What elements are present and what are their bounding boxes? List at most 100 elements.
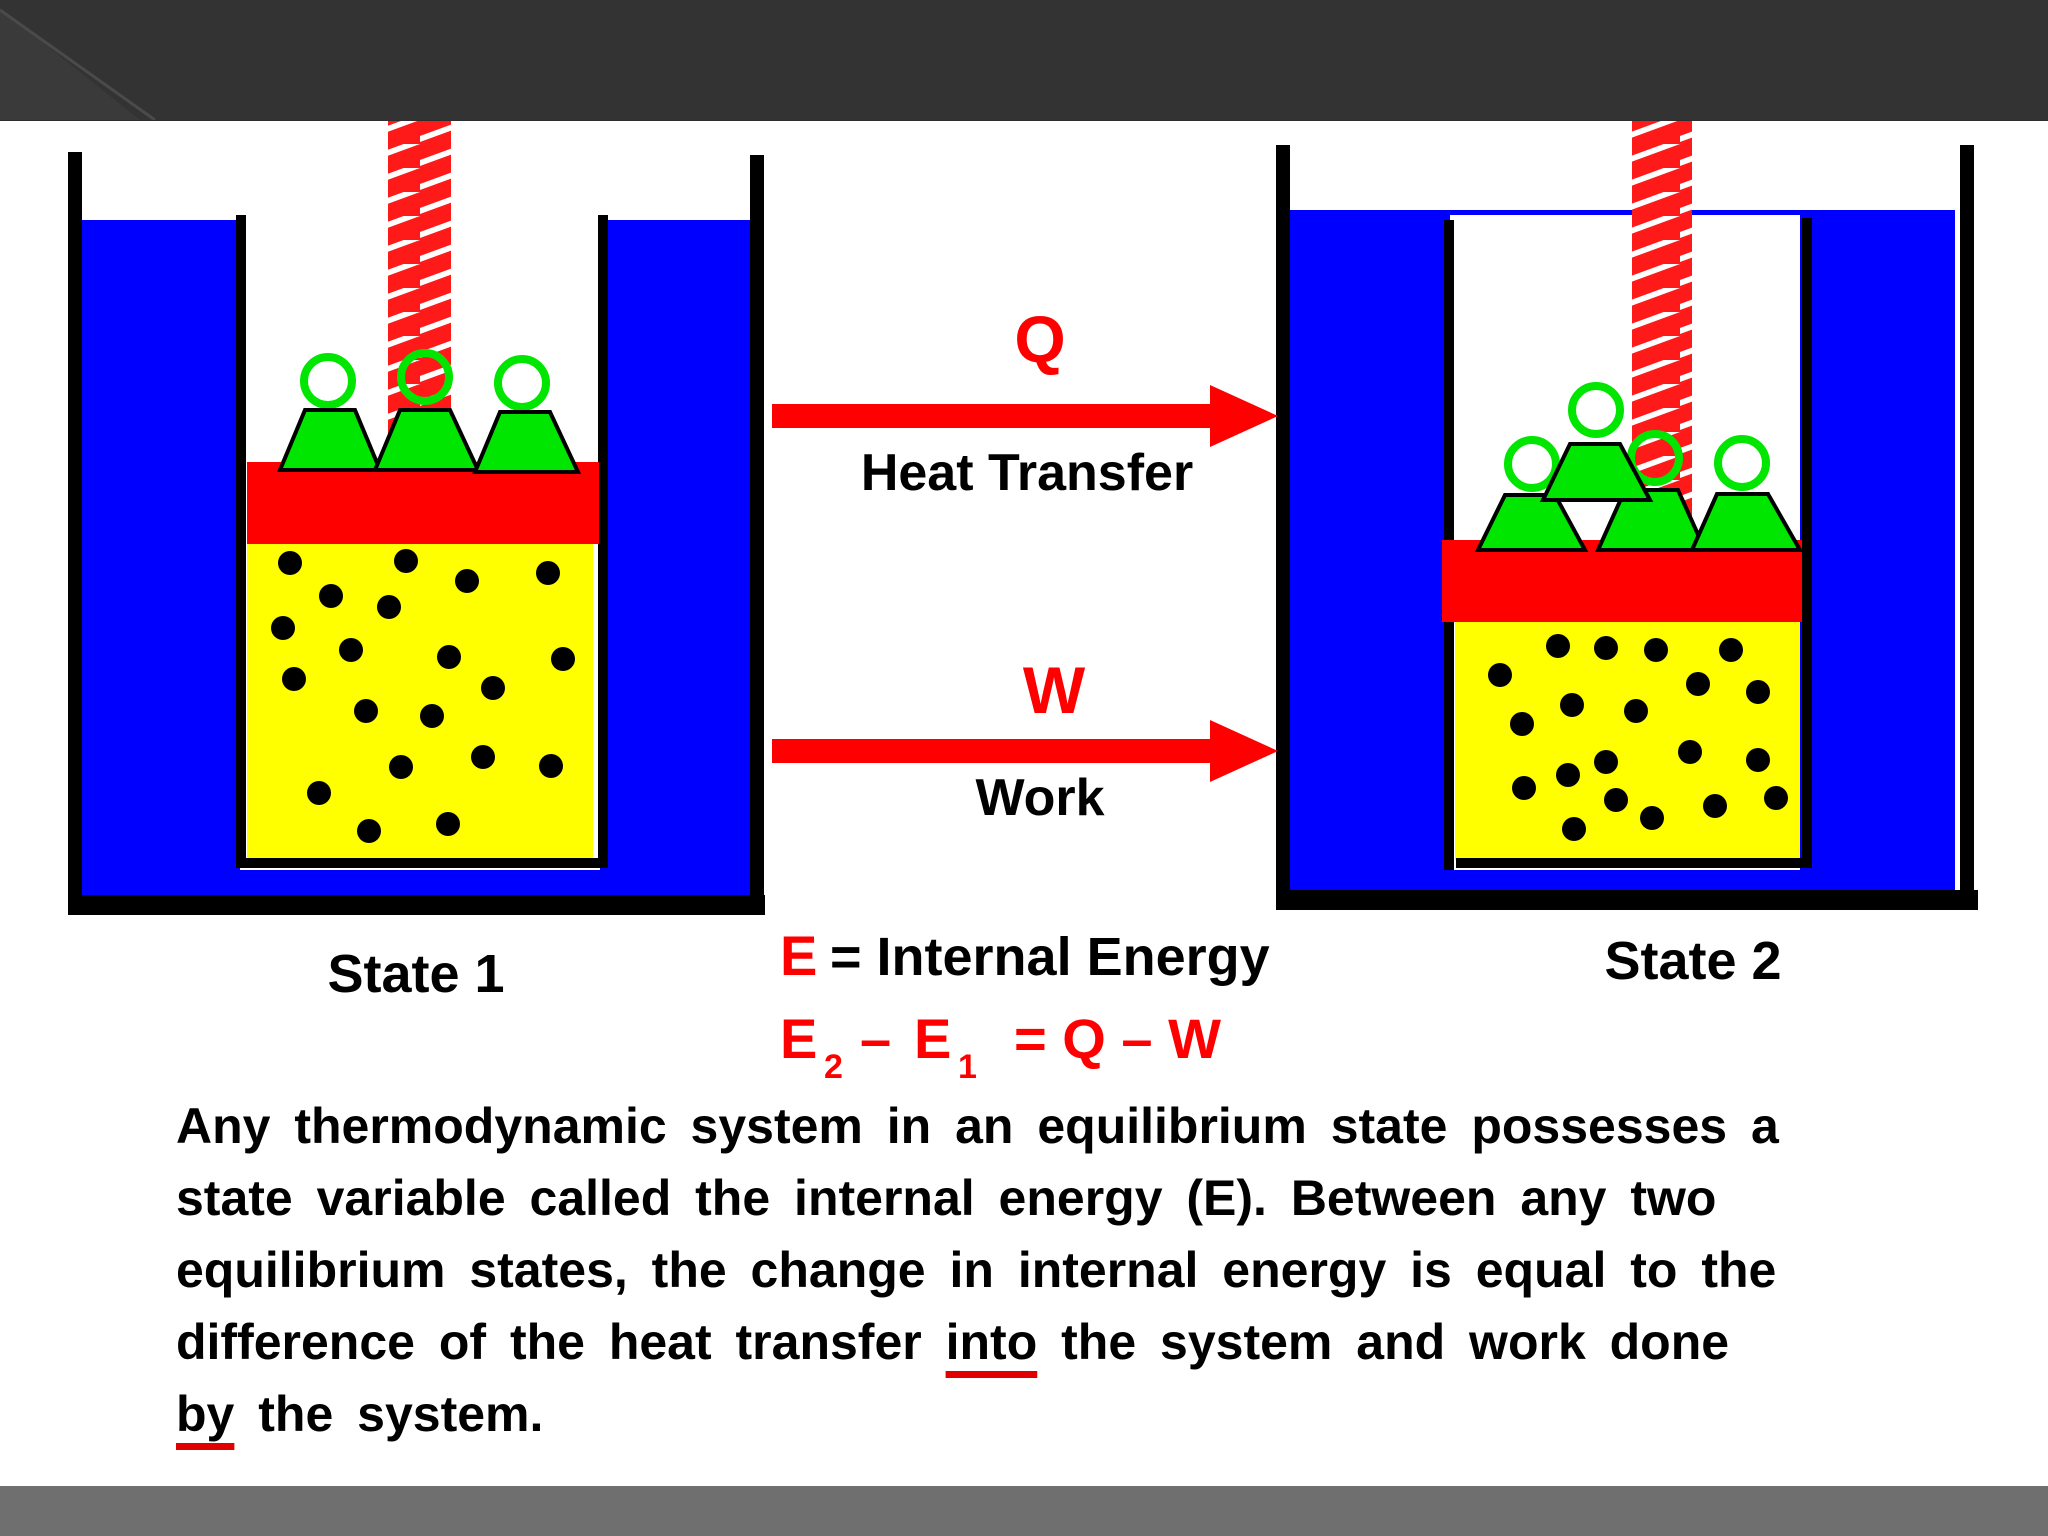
state1-container-right-wall xyxy=(750,155,764,915)
weight-block xyxy=(1539,442,1654,502)
molecule xyxy=(1556,763,1580,787)
molecule xyxy=(1546,634,1570,658)
law-e1: E xyxy=(914,1007,951,1070)
weight-ring xyxy=(1568,382,1624,438)
molecule xyxy=(1624,699,1648,723)
molecule xyxy=(1560,693,1584,717)
state2-weights xyxy=(1474,382,1804,552)
state2-container-right-wall xyxy=(1960,145,1974,910)
molecule xyxy=(481,676,505,700)
law-subscript-1: 1 xyxy=(958,1048,977,1086)
state2-container-left-wall xyxy=(1276,145,1290,910)
weight-ring xyxy=(1627,430,1683,486)
molecule xyxy=(1604,788,1628,812)
molecule xyxy=(1594,636,1618,660)
work-arrow xyxy=(772,720,1278,782)
thermodynamics-diagram: Q Heat Transfer W Work State 1 State 2 E… xyxy=(68,121,1978,1086)
molecule xyxy=(471,745,495,769)
molecule xyxy=(278,551,302,575)
work-label: Work xyxy=(975,769,1104,827)
molecule xyxy=(271,616,295,640)
top-bar xyxy=(0,0,2048,120)
molecule xyxy=(1678,740,1702,764)
weight-block xyxy=(1688,492,1804,552)
molecule xyxy=(307,781,331,805)
state2-container xyxy=(1276,121,1978,910)
state2-label: State 2 xyxy=(1604,931,1781,991)
weight-block xyxy=(472,410,582,474)
molecule xyxy=(339,638,363,662)
molecule xyxy=(1562,817,1586,841)
molecule xyxy=(357,819,381,843)
heat-transfer-label: Heat Transfer xyxy=(861,444,1193,502)
weight-ring xyxy=(494,355,550,411)
state1-gas xyxy=(247,540,593,860)
underlined-into: into xyxy=(945,1314,1038,1370)
molecule xyxy=(1719,638,1743,662)
state2-molecules xyxy=(1488,634,1788,841)
molecule xyxy=(436,812,460,836)
heat-transfer-arrow xyxy=(772,385,1278,447)
molecule xyxy=(1510,712,1534,736)
bottom-bar xyxy=(0,1486,2048,1536)
weight-ring xyxy=(397,349,453,405)
law-minus: – xyxy=(860,1007,891,1070)
law-subscript-2: 2 xyxy=(824,1048,843,1086)
state1-piston xyxy=(247,462,599,544)
paragraph-text: the system. xyxy=(234,1386,544,1442)
state1-container-bottom xyxy=(75,895,765,915)
state1-weights xyxy=(277,349,582,474)
paragraph-line: state variable called the internal energ… xyxy=(176,1170,1717,1226)
molecule xyxy=(1594,750,1618,774)
molecule xyxy=(1488,663,1512,687)
molecule xyxy=(1746,748,1770,772)
first-law-equation: E 2 – E 1 = Q – W xyxy=(780,1007,1221,1086)
molecule xyxy=(1764,786,1788,810)
molecule xyxy=(377,595,401,619)
law-e2: E xyxy=(780,1007,817,1070)
state2-container-bottom xyxy=(1276,890,1978,910)
state1-container xyxy=(68,121,765,915)
q-symbol: Q xyxy=(1014,302,1065,376)
molecule xyxy=(282,667,306,691)
underlined-by: by xyxy=(176,1386,235,1442)
molecule xyxy=(319,584,343,608)
molecule xyxy=(420,704,444,728)
weight-ring xyxy=(1714,435,1770,491)
energy-symbol: E xyxy=(780,924,817,987)
molecule xyxy=(1644,638,1668,662)
chevron-decoration xyxy=(0,8,156,120)
w-symbol: W xyxy=(1023,653,1086,727)
weight-ring xyxy=(1504,436,1560,492)
molecule xyxy=(1686,672,1710,696)
molecule xyxy=(437,645,461,669)
state1-molecules xyxy=(271,549,575,843)
state2-gas xyxy=(1455,620,1800,860)
paragraph-text: the system and work done xyxy=(1037,1314,1730,1370)
weight-block xyxy=(1474,493,1589,552)
paragraph-line: difference of the heat transfer into the… xyxy=(176,1306,1866,1378)
paragraph-line: Any thermodynamic system in an equilibri… xyxy=(176,1098,1779,1154)
law-rhs: = Q – W xyxy=(1014,1007,1221,1070)
molecule xyxy=(536,561,560,585)
weight-ring xyxy=(300,353,356,409)
molecule xyxy=(539,754,563,778)
paragraph-text: difference of the heat transfer xyxy=(176,1314,946,1370)
molecule xyxy=(1640,806,1664,830)
molecule xyxy=(551,647,575,671)
molecule xyxy=(1746,680,1770,704)
state1-label: State 1 xyxy=(327,944,504,1004)
state2-piston xyxy=(1442,540,1802,622)
molecule xyxy=(354,699,378,723)
paragraph-line: by the system. xyxy=(176,1378,1866,1450)
molecule xyxy=(1512,776,1536,800)
molecule xyxy=(455,569,479,593)
molecule xyxy=(394,549,418,573)
state1-container-left-wall xyxy=(68,152,82,915)
paragraph-line: equilibrium states, the change in intern… xyxy=(176,1242,1777,1298)
molecule xyxy=(1703,794,1727,818)
explanation-paragraph: Any thermodynamic system in an equilibri… xyxy=(176,1090,1866,1450)
internal-energy-definition: = Internal Energy xyxy=(830,927,1270,987)
molecule xyxy=(389,755,413,779)
